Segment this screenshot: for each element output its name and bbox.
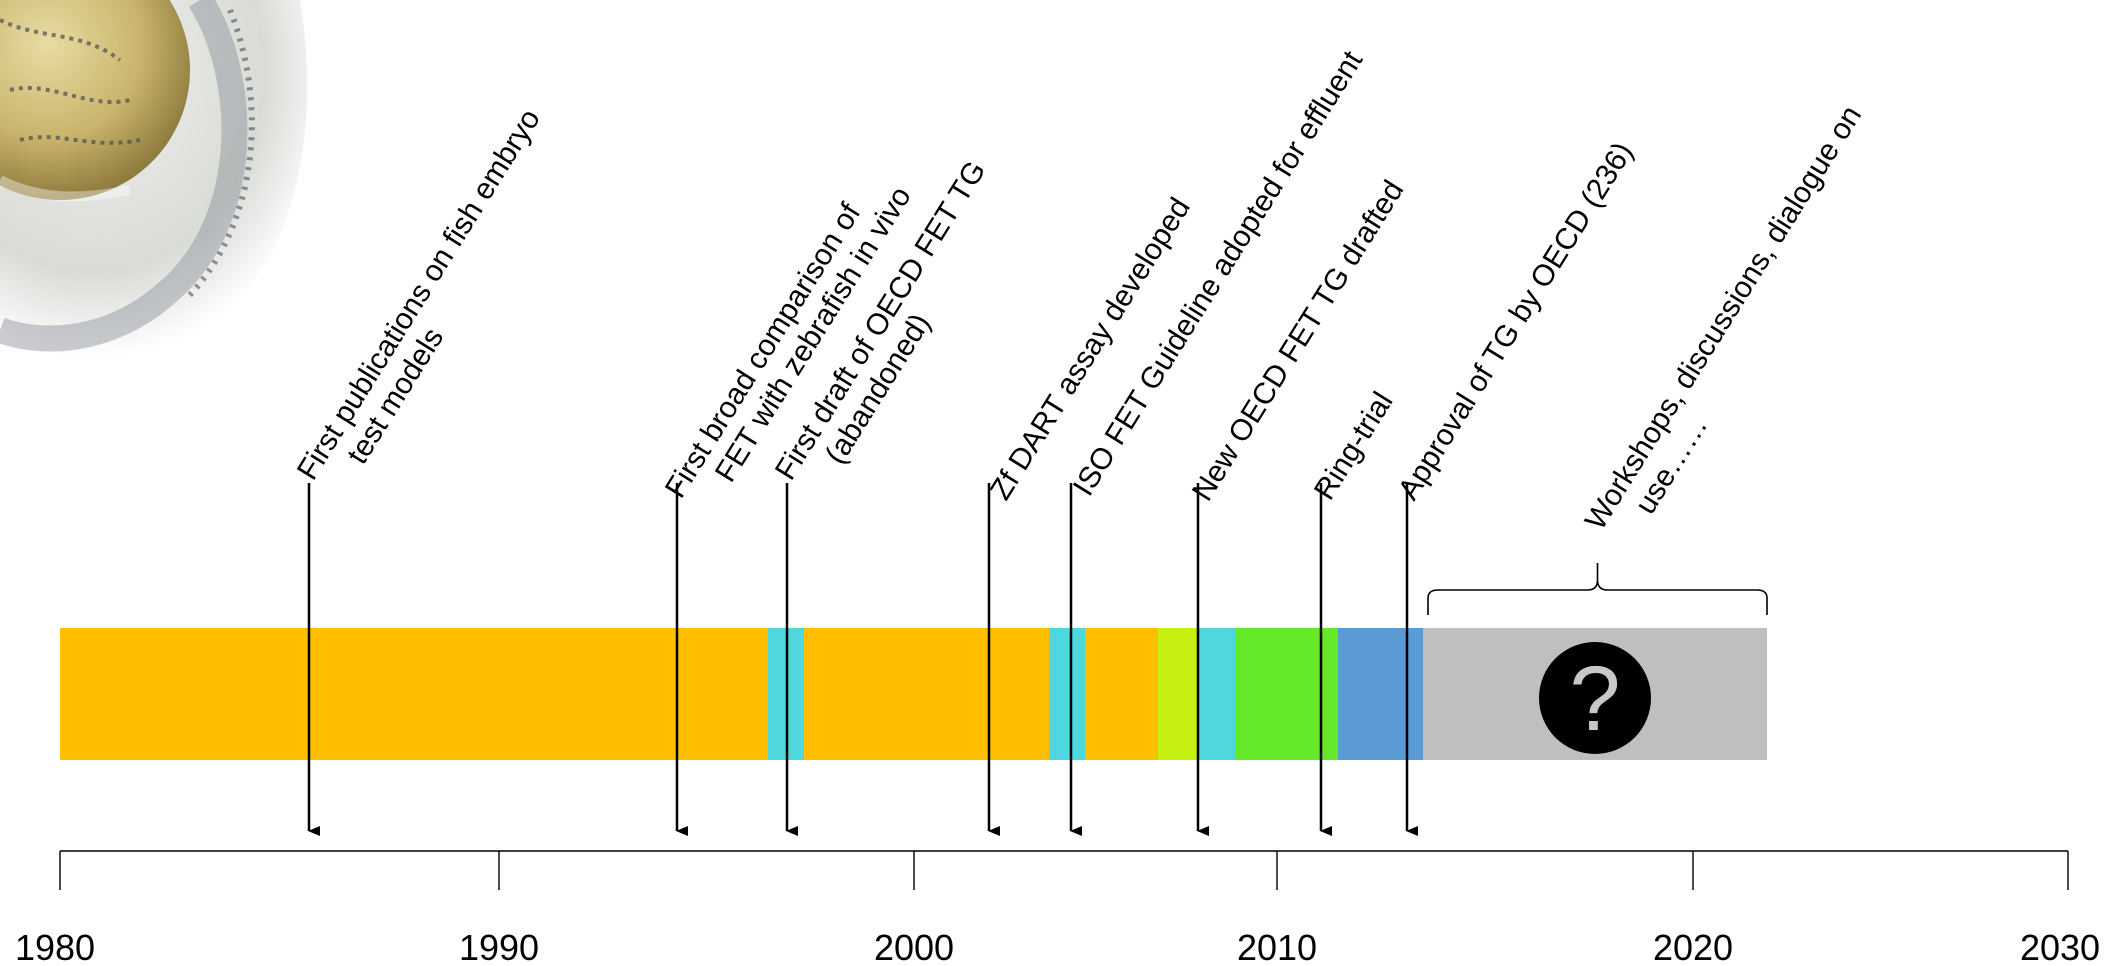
question-mark-text: ?	[1569, 648, 1620, 750]
bar-segment-history	[60, 628, 768, 760]
zebrafish-embryo-image	[0, 0, 308, 359]
axis-tick-label: 2000	[874, 927, 954, 966]
event-label-line: First publications on fish embryo	[291, 103, 547, 485]
axis-tick-label: 1980	[15, 927, 95, 966]
event-label-line: Ring-trial	[1308, 386, 1400, 505]
bar-segment-history	[804, 628, 1049, 760]
axis-tick-label: 2030	[2020, 927, 2100, 966]
bar-segment-event	[1049, 628, 1085, 760]
event-label: Ring-trial	[1308, 386, 1400, 505]
bar-segment-ring-trial	[1236, 628, 1338, 760]
event-labels: First publications on fish embryotest mo…	[291, 45, 1868, 536]
bar-segment-drafting	[1158, 628, 1197, 760]
event-arrows	[307, 483, 1418, 836]
svg-text:New OECD FET TG drafted: New OECD FET TG drafted	[1186, 175, 1410, 507]
svg-text:Ring-trial: Ring-trial	[1308, 386, 1400, 505]
future-period-brace	[1427, 563, 1768, 615]
event-label: First publications on fish embryotest mo…	[291, 103, 576, 503]
svg-text:Approval of TG by OECD (236): Approval of TG by OECD (236)	[1392, 137, 1640, 506]
timeline-bar	[60, 628, 1767, 760]
axis-tick-label: 2010	[1237, 927, 1317, 966]
time-axis: 1980 1990 2000 2010 2020 2030	[15, 850, 2100, 966]
event-label: Approval of TG by OECD (236)	[1392, 137, 1640, 506]
svg-text:First publications on fish emb: First publications on fish embryotest mo…	[291, 103, 576, 503]
brace-line	[1427, 563, 1768, 615]
bar-segment-event	[1197, 628, 1236, 760]
bar-segment-approval	[1338, 628, 1423, 760]
question-mark-icon: ?	[1539, 642, 1651, 754]
axis-tick-label: 2020	[1653, 927, 1733, 966]
event-label-line: New OECD FET TG drafted	[1186, 175, 1410, 507]
bar-segment-history	[1085, 628, 1158, 760]
axis-tick-label: 1990	[459, 927, 539, 966]
event-label: New OECD FET TG drafted	[1186, 175, 1410, 507]
event-label-line: Approval of TG by OECD (236)	[1392, 137, 1640, 506]
